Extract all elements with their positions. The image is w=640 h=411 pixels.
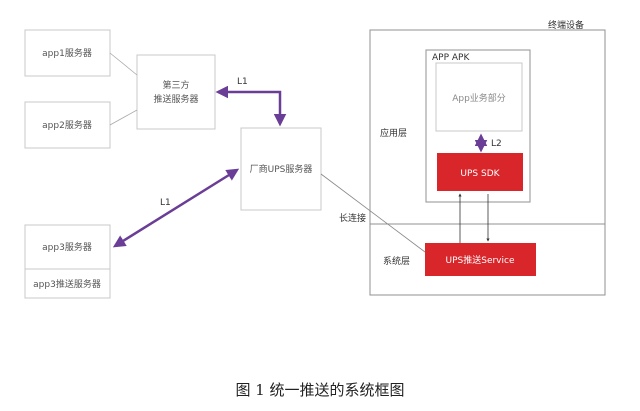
ups-sdk-box — [437, 153, 523, 191]
app3-server-box — [24, 224, 111, 270]
ups-sdk-label: UPS SDK — [460, 169, 500, 179]
figure-caption: 图 1 统一推送的系统框图 — [235, 381, 405, 399]
app1-to-third-party-line — [109, 52, 138, 76]
app-apk-label: APP APK — [432, 53, 470, 63]
ups-service-label: UPS推送Service — [446, 254, 515, 266]
app2-to-third-party-line — [109, 109, 138, 126]
app-business-label: App业务部分 — [452, 92, 506, 104]
l1-top-arrow — [215, 85, 287, 127]
l2-label: L2 — [491, 139, 502, 149]
l1-left-label: L1 — [160, 198, 171, 208]
app2-server-box — [24, 101, 111, 149]
ups-service-box — [425, 243, 536, 276]
application-layer-label: 应用层 — [380, 127, 407, 139]
app3-push-server-box — [24, 268, 111, 299]
system-layer-label: 系统层 — [383, 255, 410, 267]
long-connection-line — [320, 173, 426, 253]
app-apk-box — [425, 49, 531, 203]
app2-server-label: app2服务器 — [42, 119, 92, 131]
l1-left-arrow — [112, 168, 240, 248]
app1-server-label: app1服务器 — [42, 47, 92, 59]
third-party-label-line1: 第三方 — [162, 79, 189, 91]
vendor-ups-server-box — [240, 127, 322, 211]
l1-top-label: L1 — [237, 77, 248, 87]
terminal-device-label: 终端设备 — [548, 19, 584, 31]
third-party-push-box — [136, 54, 216, 130]
app3-server-label: app3服务器 — [42, 241, 92, 253]
third-party-label-line2: 推送服务器 — [153, 93, 198, 105]
app-business-box — [435, 62, 523, 132]
terminal-device-box — [369, 29, 606, 296]
long-connection-label: 长连接 — [339, 212, 366, 224]
app1-server-box — [24, 29, 111, 77]
app3-push-server-label: app3推送服务器 — [33, 278, 101, 290]
vendor-ups-server-label: 厂商UPS服务器 — [250, 163, 313, 175]
